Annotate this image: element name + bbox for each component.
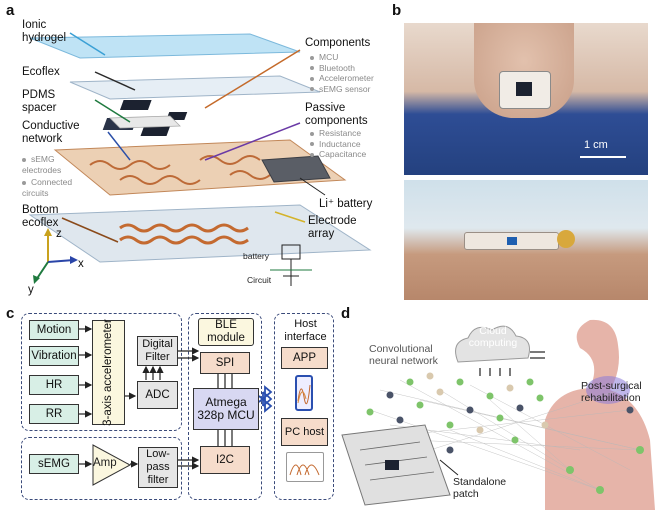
- component-item: sEMG sensor: [310, 84, 374, 95]
- semg-group-frame: [21, 437, 182, 500]
- cloud-shape: [455, 325, 530, 363]
- inset-circuit-diagram: [270, 244, 312, 286]
- pdms-spacer-layer: [109, 115, 181, 129]
- passive-item: Capacitance: [310, 149, 366, 160]
- exploded-device-illustration: [28, 32, 372, 286]
- accelerometer-block: 3-axis accelerometer: [92, 319, 125, 426]
- coin: [557, 230, 575, 248]
- scale-bar: [580, 156, 626, 158]
- sub-item-connected-circuits: Connected circuits: [22, 177, 73, 198]
- mcu-group-frame: [188, 313, 262, 500]
- label-ionic-hydrogel: Ionic hydrogel: [22, 19, 67, 44]
- patch-chip: [516, 82, 532, 96]
- digital-filter-block: Digital Filter: [137, 336, 178, 366]
- amp-label: Amp: [93, 457, 117, 469]
- conductive-sublist: sEMG electrodes Connected circuits: [22, 154, 82, 198]
- patch-label: Standalone patch: [453, 476, 507, 500]
- bottom-ecoflex-layer: [28, 204, 372, 263]
- sensor-group-frame: [21, 313, 182, 431]
- axis-z-label: z: [56, 228, 62, 240]
- hydrogel-layer: [29, 33, 301, 59]
- component-chip: [140, 126, 171, 136]
- app-block: APP: [281, 347, 328, 369]
- ecoflex-layer: [69, 75, 321, 100]
- adc-block: ADC: [137, 381, 178, 409]
- panel-b-letter: b: [392, 2, 402, 19]
- component-item: Bluetooth: [310, 63, 374, 74]
- conductive-network-layer: [53, 139, 347, 196]
- axis-y-label: y: [28, 284, 34, 296]
- human-silhouette: [545, 319, 655, 510]
- panel-c-letter: c: [6, 305, 15, 322]
- sensor-semg: sEMG: [29, 454, 79, 474]
- cloud-label: Cloud computing: [468, 325, 518, 349]
- phone-icon: [295, 375, 313, 411]
- network-nodes: [366, 372, 644, 494]
- sensor-motion: Motion: [29, 320, 79, 340]
- neck-photo: 1 cm: [404, 23, 648, 175]
- block-connectors: [78, 325, 273, 486]
- pc-host-block: PC host: [281, 418, 328, 446]
- label-components: Components: [305, 37, 371, 49]
- axis-x-label: x: [78, 258, 84, 270]
- label-ecoflex: Ecoflex: [22, 66, 60, 78]
- component-item: Accelerometer: [310, 73, 374, 84]
- rehab-highlight: [586, 376, 630, 404]
- arm-photo: [404, 180, 648, 300]
- components-list: MCU Bluetooth Accelerometer sEMG sensor: [310, 52, 374, 94]
- i2c-block: I2C: [200, 446, 250, 474]
- component-chip: [119, 100, 152, 110]
- amp-triangle: [92, 444, 132, 486]
- component-item: MCU: [310, 52, 374, 63]
- rehab-label: Post-surgical rehabilitation: [581, 380, 642, 404]
- passive-item: Resistance: [310, 128, 366, 139]
- inset-battery-label: battery: [243, 251, 269, 261]
- passive-list: Resistance Inductance Capacitance: [310, 128, 366, 160]
- patch-component: [507, 237, 517, 245]
- panel-d-letter: d: [341, 305, 351, 322]
- label-electrode-array: Electrode array: [308, 215, 357, 240]
- cnn-illustration: [341, 319, 655, 510]
- sub-item-semg-electrodes: sEMG electrodes: [22, 154, 62, 175]
- host-group-frame: [274, 313, 334, 500]
- label-conductive-network: Conductive network: [22, 120, 80, 145]
- passive-item: Inductance: [310, 139, 366, 150]
- ble-module-block: BLE module: [198, 318, 254, 346]
- monitor-icon: [286, 452, 324, 482]
- host-interface-label: Host interface: [284, 318, 327, 343]
- patch-on-arm: [464, 232, 559, 250]
- sensor-hr: HR: [29, 375, 79, 395]
- label-passive-components: Passive components: [305, 102, 368, 127]
- scale-label: 1 cm: [584, 139, 608, 151]
- mcu-block: Atmega 328p MCU: [193, 388, 259, 430]
- lowpass-filter-block: Low-pass filter: [138, 447, 178, 488]
- label-bottom-ecoflex: Bottom ecoflex: [22, 204, 59, 229]
- spi-block: SPI: [200, 352, 250, 374]
- inset-circuit-label: Circuit: [247, 275, 272, 285]
- cnn-label: Convolutional neural network: [369, 343, 438, 367]
- label-li-battery: Li⁺ battery: [319, 198, 373, 210]
- label-pdms-spacer: PDMS spacer: [22, 89, 57, 114]
- sensor-vibration: Vibration: [29, 346, 79, 366]
- panel-a-letter: a: [6, 2, 15, 19]
- patch-on-neck: [499, 71, 551, 109]
- battery-shape: [261, 155, 331, 183]
- sensor-rr: RR: [29, 404, 79, 424]
